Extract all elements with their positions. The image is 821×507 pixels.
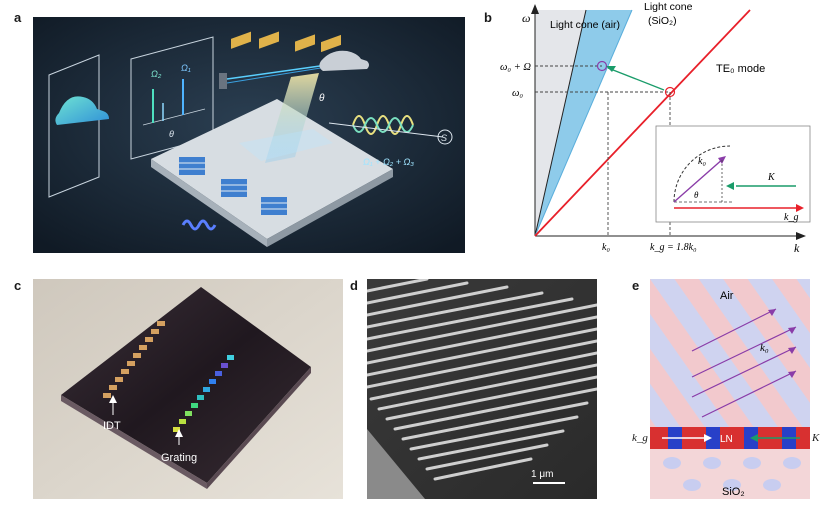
ln-layer [650, 427, 810, 449]
car-object-icon [319, 50, 369, 71]
back-screen [48, 54, 100, 198]
te0-mode-line [534, 9, 751, 237]
electrode-pad [367, 429, 425, 499]
K-label-outside: K [812, 432, 820, 444]
omega1-label: Ω₁ [181, 63, 191, 73]
inset-kg-label: k_g [784, 212, 798, 223]
output-wave [352, 115, 414, 135]
panel-a-illustration: Ω₂ Ω₁ θ θ S Ω₁ + Ω₂ + Ω₃ [33, 17, 465, 253]
panel-label-a: a [14, 10, 22, 25]
omega0-label: ω₀ [512, 88, 523, 99]
omega-sum-label: Ω₁ + Ω₂ + Ω₃ [363, 157, 414, 167]
kg-label-outside: k_g [632, 432, 648, 444]
grating-lines [367, 279, 597, 481]
inset-theta-label: θ [694, 190, 699, 200]
panel-label-e: e [632, 278, 640, 293]
cone-sio2-label-2: (SiO₂) [648, 15, 677, 27]
panel-label-d: d [350, 278, 358, 293]
air-label: Air [720, 290, 734, 302]
omega0-plus-label: ω₀ + Ω [500, 62, 531, 73]
k0-label: k₀ [760, 342, 769, 354]
omega2-label: Ω₂ [151, 69, 162, 79]
k-axis-label: k [794, 241, 800, 255]
theta-label-beam: θ [319, 93, 325, 104]
omega-axis-label: ω [522, 11, 530, 25]
inset-K-label: K [767, 172, 776, 183]
cone-sio2-label-1: Light cone [644, 1, 693, 13]
car-hologram-icon [55, 96, 109, 125]
panel-label-b: b [484, 10, 492, 25]
panel-c-chip-photo: IDT Grating [33, 279, 343, 499]
chip-substrate [151, 99, 393, 239]
sio2-label: SiO₂ [722, 486, 745, 498]
theta-label-screen: θ [169, 129, 174, 139]
cone-air-label: Light cone (air) [550, 19, 620, 31]
te0-mode-label: TE₀ mode [716, 63, 765, 75]
panel-label-c: c [14, 278, 22, 293]
input-wave [181, 219, 217, 231]
kg-tick-label: k_g = 1.8k₀ [650, 242, 697, 253]
grating-label: Grating [161, 452, 197, 464]
panel-d-sem-image: 1 μm [367, 279, 597, 499]
s-label: S [441, 133, 447, 143]
inset-k0-label: k₀ [698, 156, 706, 167]
idt-electrodes [231, 31, 341, 53]
wavevector-inset [655, 125, 811, 223]
panel-b-dispersion-diagram: ω k TE₀ mode Light cone (air) Light cone… [500, 1, 811, 255]
ln-label: LN [720, 434, 733, 445]
grating-pads [179, 157, 287, 215]
lithium-niobate-chip [61, 287, 311, 483]
k0-tick-label: k₀ [602, 242, 610, 253]
s-marker [437, 129, 453, 145]
omega0-marker [664, 86, 676, 98]
scale-bar-label: 1 μm [531, 469, 553, 480]
k0-arrows [691, 308, 797, 418]
panel-e-field-simulation: Air k₀ k_g LN K SiO₂ [650, 279, 810, 499]
idt-label: IDT [103, 420, 121, 432]
idt-array [103, 321, 165, 398]
grating-array [173, 355, 234, 432]
detector-icon [219, 73, 227, 89]
light-beam [265, 73, 319, 163]
